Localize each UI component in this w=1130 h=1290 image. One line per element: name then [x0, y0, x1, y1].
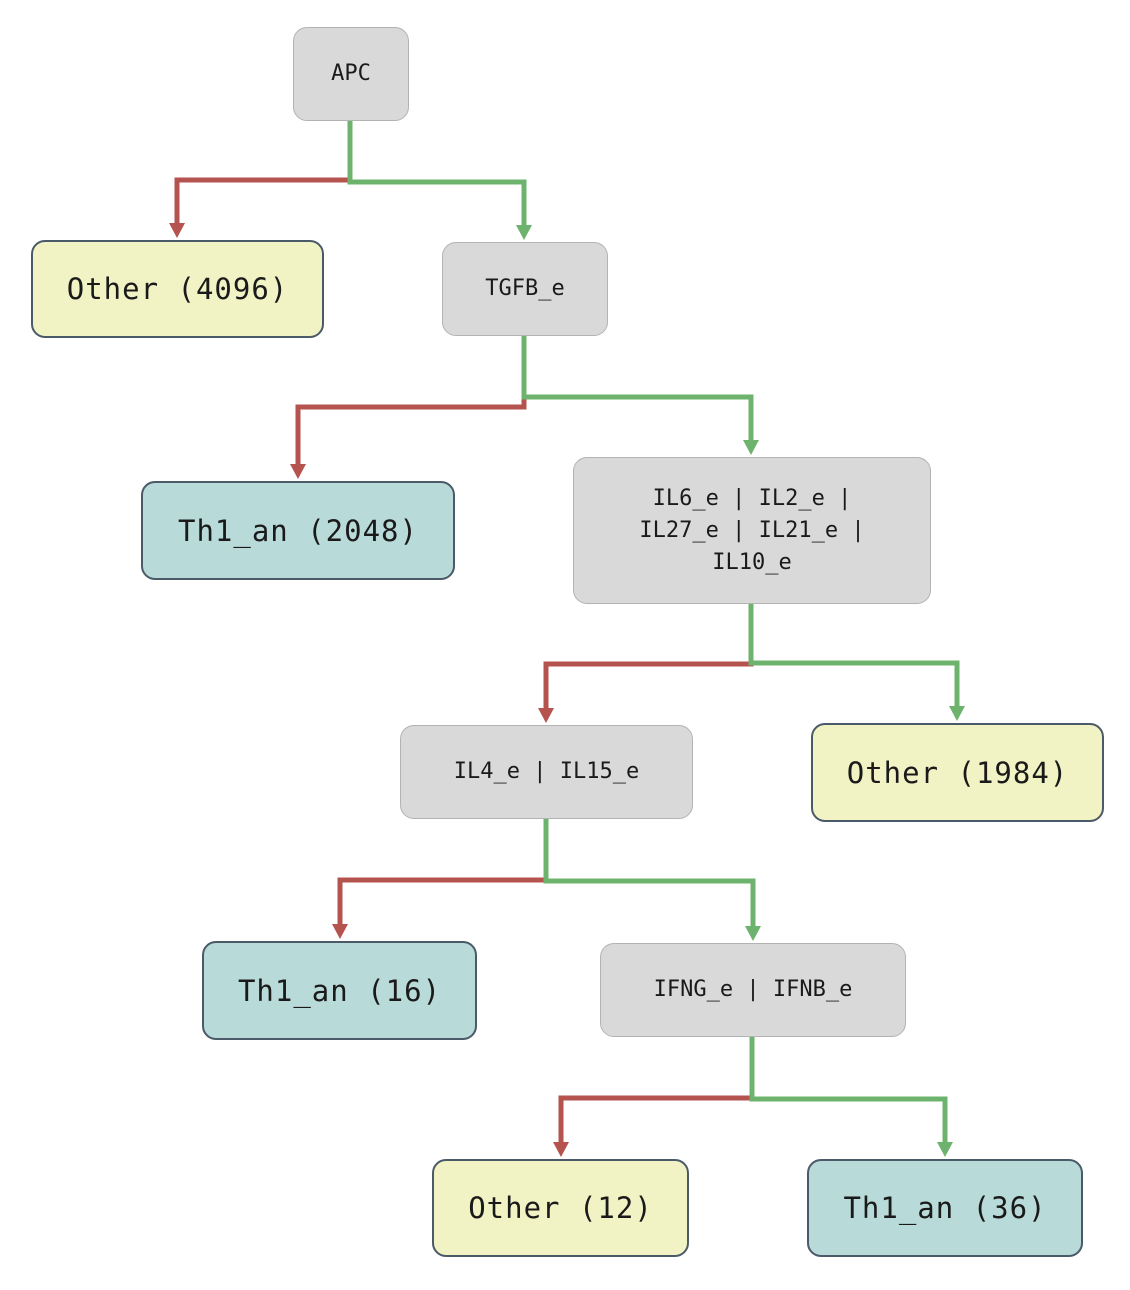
edge-root-false: [174, 121, 353, 226]
edge-il6-true: [748, 604, 960, 709]
edge-tgfb-false-arrowhead: [290, 464, 306, 479]
edge-il6-false: [543, 604, 754, 711]
leaf-other-4096-label: Other (4096): [66, 272, 289, 306]
leaf-other-1984-label: Other (1984): [846, 755, 1069, 790]
node-il4-group-label: IL4_e | IL15_e: [453, 759, 640, 784]
leaf-th1-36-label: Th1_an (36): [843, 1191, 1047, 1225]
edge-ifn-true: [749, 1037, 948, 1145]
edge-ifn-true-arrowhead: [937, 1142, 953, 1157]
edge-tgfb-true-arrowhead: [743, 440, 759, 455]
leaf-other-12-label: Other (12): [468, 1191, 653, 1225]
edge-root-false-arrowhead: [169, 223, 185, 238]
edge-il4-false: [337, 819, 549, 927]
node-apc-label: APC: [331, 61, 371, 86]
edge-il4-true: [543, 819, 756, 929]
edge-il4-false-arrowhead: [332, 924, 348, 939]
edge-root-true-arrowhead: [516, 225, 532, 240]
edge-tgfb-true: [521, 336, 754, 443]
leaf-th1-2048-label: Th1_an (2048): [178, 513, 418, 548]
edge-il6-false-arrowhead: [538, 708, 554, 723]
node-il4-group: IL4_e | IL15_e: [400, 725, 693, 819]
node-il6-group-label: IL6_e | IL2_e | IL27_e | IL21_e | IL10_e: [639, 485, 865, 575]
node-apc: APC: [293, 27, 409, 121]
node-ifn-group: IFNG_e | IFNB_e: [600, 943, 906, 1037]
node-tgfb: TGFB_e: [442, 242, 608, 336]
edge-tgfb-false: [295, 336, 527, 467]
edge-il4-true-arrowhead: [745, 926, 761, 941]
leaf-other-4096: Other (4096): [31, 240, 324, 338]
edge-ifn-false: [558, 1037, 755, 1145]
node-tgfb-label: TGFB_e: [485, 276, 565, 301]
leaf-other-1984: Other (1984): [811, 723, 1104, 822]
leaf-th1-2048: Th1_an (2048): [141, 481, 455, 580]
edge-il6-true-arrowhead: [949, 706, 965, 721]
leaf-th1-36: Th1_an (36): [807, 1159, 1083, 1257]
leaf-other-12: Other (12): [432, 1159, 689, 1257]
node-il6-group: IL6_e | IL2_e | IL27_e | IL21_e | IL10_e: [573, 457, 931, 604]
leaf-th1-16-label: Th1_an (16): [237, 973, 442, 1008]
leaf-th1-16: Th1_an (16): [202, 941, 477, 1040]
node-ifn-group-label: IFNG_e | IFNB_e: [653, 977, 853, 1002]
edge-root-true: [347, 121, 527, 228]
edge-ifn-false-arrowhead: [553, 1142, 569, 1157]
